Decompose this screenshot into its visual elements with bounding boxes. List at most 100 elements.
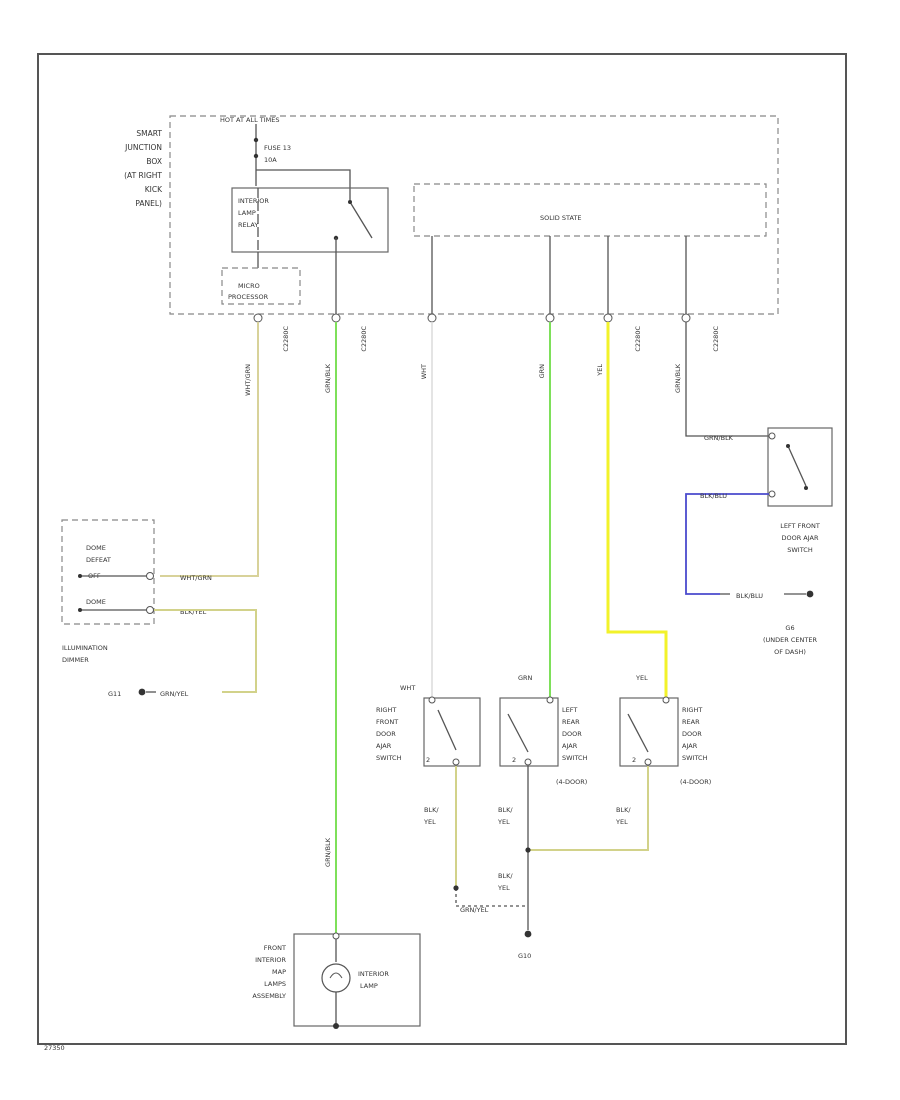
svg-text:ILLUMINATION: ILLUMINATION [62, 644, 108, 652]
wire-lf-ground [685, 493, 769, 595]
svg-text:PANEL): PANEL) [135, 199, 162, 208]
svg-text:C2280C: C2280C [712, 326, 720, 352]
svg-text:AJAR: AJAR [682, 742, 698, 750]
dimmer-name: ILLUMINATION DIMMER [62, 644, 108, 664]
lamp-assembly-label: FRONT INTERIOR MAP LAMPS ASSEMBLY [252, 944, 286, 1000]
svg-text:LEFT: LEFT [562, 706, 577, 714]
svg-text:DOOR: DOOR [682, 730, 702, 738]
svg-text:LAMPS: LAMPS [264, 980, 286, 988]
svg-text:SMART: SMART [136, 129, 162, 138]
svg-text:WHT/GRN: WHT/GRN [180, 574, 212, 582]
g10-wire-label: GRN/YEL [460, 906, 489, 914]
wire-splice-lower [455, 888, 528, 907]
svg-text:AJAR: AJAR [562, 742, 578, 750]
svg-text:GRN: GRN [518, 674, 533, 682]
svg-text:YEL: YEL [596, 364, 604, 377]
fuse-13: FUSE 13 10A [253, 124, 291, 186]
solid-state-box [413, 183, 767, 237]
svg-text:MICRO: MICRO [238, 282, 260, 290]
svg-text:GRN: GRN [538, 364, 546, 379]
svg-text:PROCESSOR: PROCESSOR [228, 293, 269, 301]
wire-dimmer-ground [154, 609, 257, 693]
svg-text:YEL: YEL [497, 884, 510, 892]
svg-text:FUSE 13: FUSE 13 [264, 144, 291, 152]
lf-switch-label: LEFT FRONT DOOR AJAR SWITCH [780, 522, 820, 554]
svg-text:YEL: YEL [615, 818, 628, 826]
svg-text:2: 2 [632, 756, 636, 764]
svg-text:SWITCH: SWITCH [787, 546, 813, 554]
relay-label: INTERIOR LAMP RELAY [238, 197, 269, 229]
hot-at-all-times-label: HOT AT ALL TIMES [220, 116, 280, 124]
svg-text:DIMMER: DIMMER [62, 656, 89, 664]
svg-text:KICK: KICK [145, 185, 163, 194]
solid-state-label: SOLID STATE [540, 214, 581, 222]
corner-code: 27350 [44, 1044, 65, 1052]
svg-text:JUNCTION: JUNCTION [124, 143, 162, 152]
svg-text:RELAY: RELAY [238, 221, 258, 229]
svg-text:G6: G6 [785, 624, 794, 632]
svg-text:YEL: YEL [497, 818, 510, 826]
svg-text:AJAR: AJAR [376, 742, 392, 750]
lr-door-ajar-switch [499, 697, 559, 767]
svg-text:BLK/: BLK/ [616, 806, 631, 814]
wire-rr-ground [528, 766, 649, 851]
svg-text:(UNDER CENTER: (UNDER CENTER [763, 636, 817, 644]
svg-text:BLK/: BLK/ [424, 806, 439, 814]
svg-text:(4-DOOR): (4-DOOR) [556, 778, 587, 786]
svg-text:INTERIOR: INTERIOR [238, 197, 269, 205]
wire-dimmer-feed [160, 322, 259, 577]
interior-lamp-relay [231, 187, 389, 253]
wire-lf-door [685, 322, 772, 437]
svg-text:DOME: DOME [86, 544, 106, 552]
svg-text:DOOR: DOOR [562, 730, 582, 738]
svg-text:FRONT: FRONT [376, 718, 398, 726]
svg-text:WHT: WHT [400, 684, 415, 692]
svg-text:SWITCH: SWITCH [376, 754, 402, 762]
svg-text:SWITCH: SWITCH [682, 754, 708, 762]
lr-switch-label: LEFT REAR DOOR AJAR SWITCH (4-DOOR) [556, 706, 588, 786]
outer-frame [37, 53, 847, 1045]
rf-switch-label: RIGHT FRONT DOOR AJAR SWITCH [376, 706, 402, 762]
g11-label: G11 [108, 690, 121, 698]
svg-text:RIGHT: RIGHT [682, 706, 702, 714]
svg-text:LAMP: LAMP [238, 209, 256, 217]
svg-text:INTERIOR: INTERIOR [358, 970, 389, 978]
svg-text:YEL: YEL [635, 674, 648, 682]
svg-text:GRN/BLK: GRN/BLK [324, 837, 332, 867]
svg-text:OF DASH): OF DASH) [774, 648, 806, 656]
g10-ground [524, 930, 532, 938]
sjb-connector-pins [253, 313, 691, 323]
svg-text:C2280C: C2280C [282, 326, 290, 352]
svg-text:WHT: WHT [420, 364, 428, 379]
lamp-label: INTERIOR LAMP [358, 970, 389, 990]
svg-text:DOOR AJAR: DOOR AJAR [781, 534, 819, 542]
rr-switch-label: RIGHT REAR DOOR AJAR SWITCH (4-DOOR) [680, 706, 711, 786]
svg-text:LEFT FRONT: LEFT FRONT [780, 522, 820, 530]
g11-ground [138, 688, 146, 696]
interior-lamp-bulb [321, 963, 351, 993]
svg-text:BLK/BLU: BLK/BLU [700, 492, 727, 500]
svg-text:YEL: YEL [423, 818, 436, 826]
svg-text:10A: 10A [264, 156, 277, 164]
dimmer-labels: DOME DEFEAT OFF DOME [86, 544, 111, 606]
ground-splice [525, 847, 531, 853]
svg-text:LAMP: LAMP [360, 982, 378, 990]
svg-text:2: 2 [426, 756, 430, 764]
g2-label: G6 (UNDER CENTER OF DASH) [763, 624, 817, 656]
svg-text:GRN/BLK: GRN/BLK [674, 363, 682, 393]
rr-door-ajar-switch [619, 697, 679, 767]
svg-text:BLK/: BLK/ [498, 806, 513, 814]
svg-text:GRN/BLK: GRN/BLK [704, 434, 734, 442]
interior-lamp-assembly [293, 933, 421, 1027]
svg-text:GRN/BLK: GRN/BLK [324, 363, 332, 393]
svg-text:BLK/: BLK/ [498, 872, 513, 880]
svg-text:C2280C: C2280C [634, 326, 642, 352]
g2-ground [806, 590, 814, 598]
svg-text:SWITCH: SWITCH [562, 754, 588, 762]
svg-text:REAR: REAR [682, 718, 700, 726]
svg-text:ASSEMBLY: ASSEMBLY [252, 992, 286, 1000]
svg-text:RIGHT: RIGHT [376, 706, 396, 714]
lf-door-ajar-switch [767, 427, 833, 507]
sjb-label: SMART JUNCTION BOX (AT RIGHT KICK PANEL) [124, 129, 163, 208]
